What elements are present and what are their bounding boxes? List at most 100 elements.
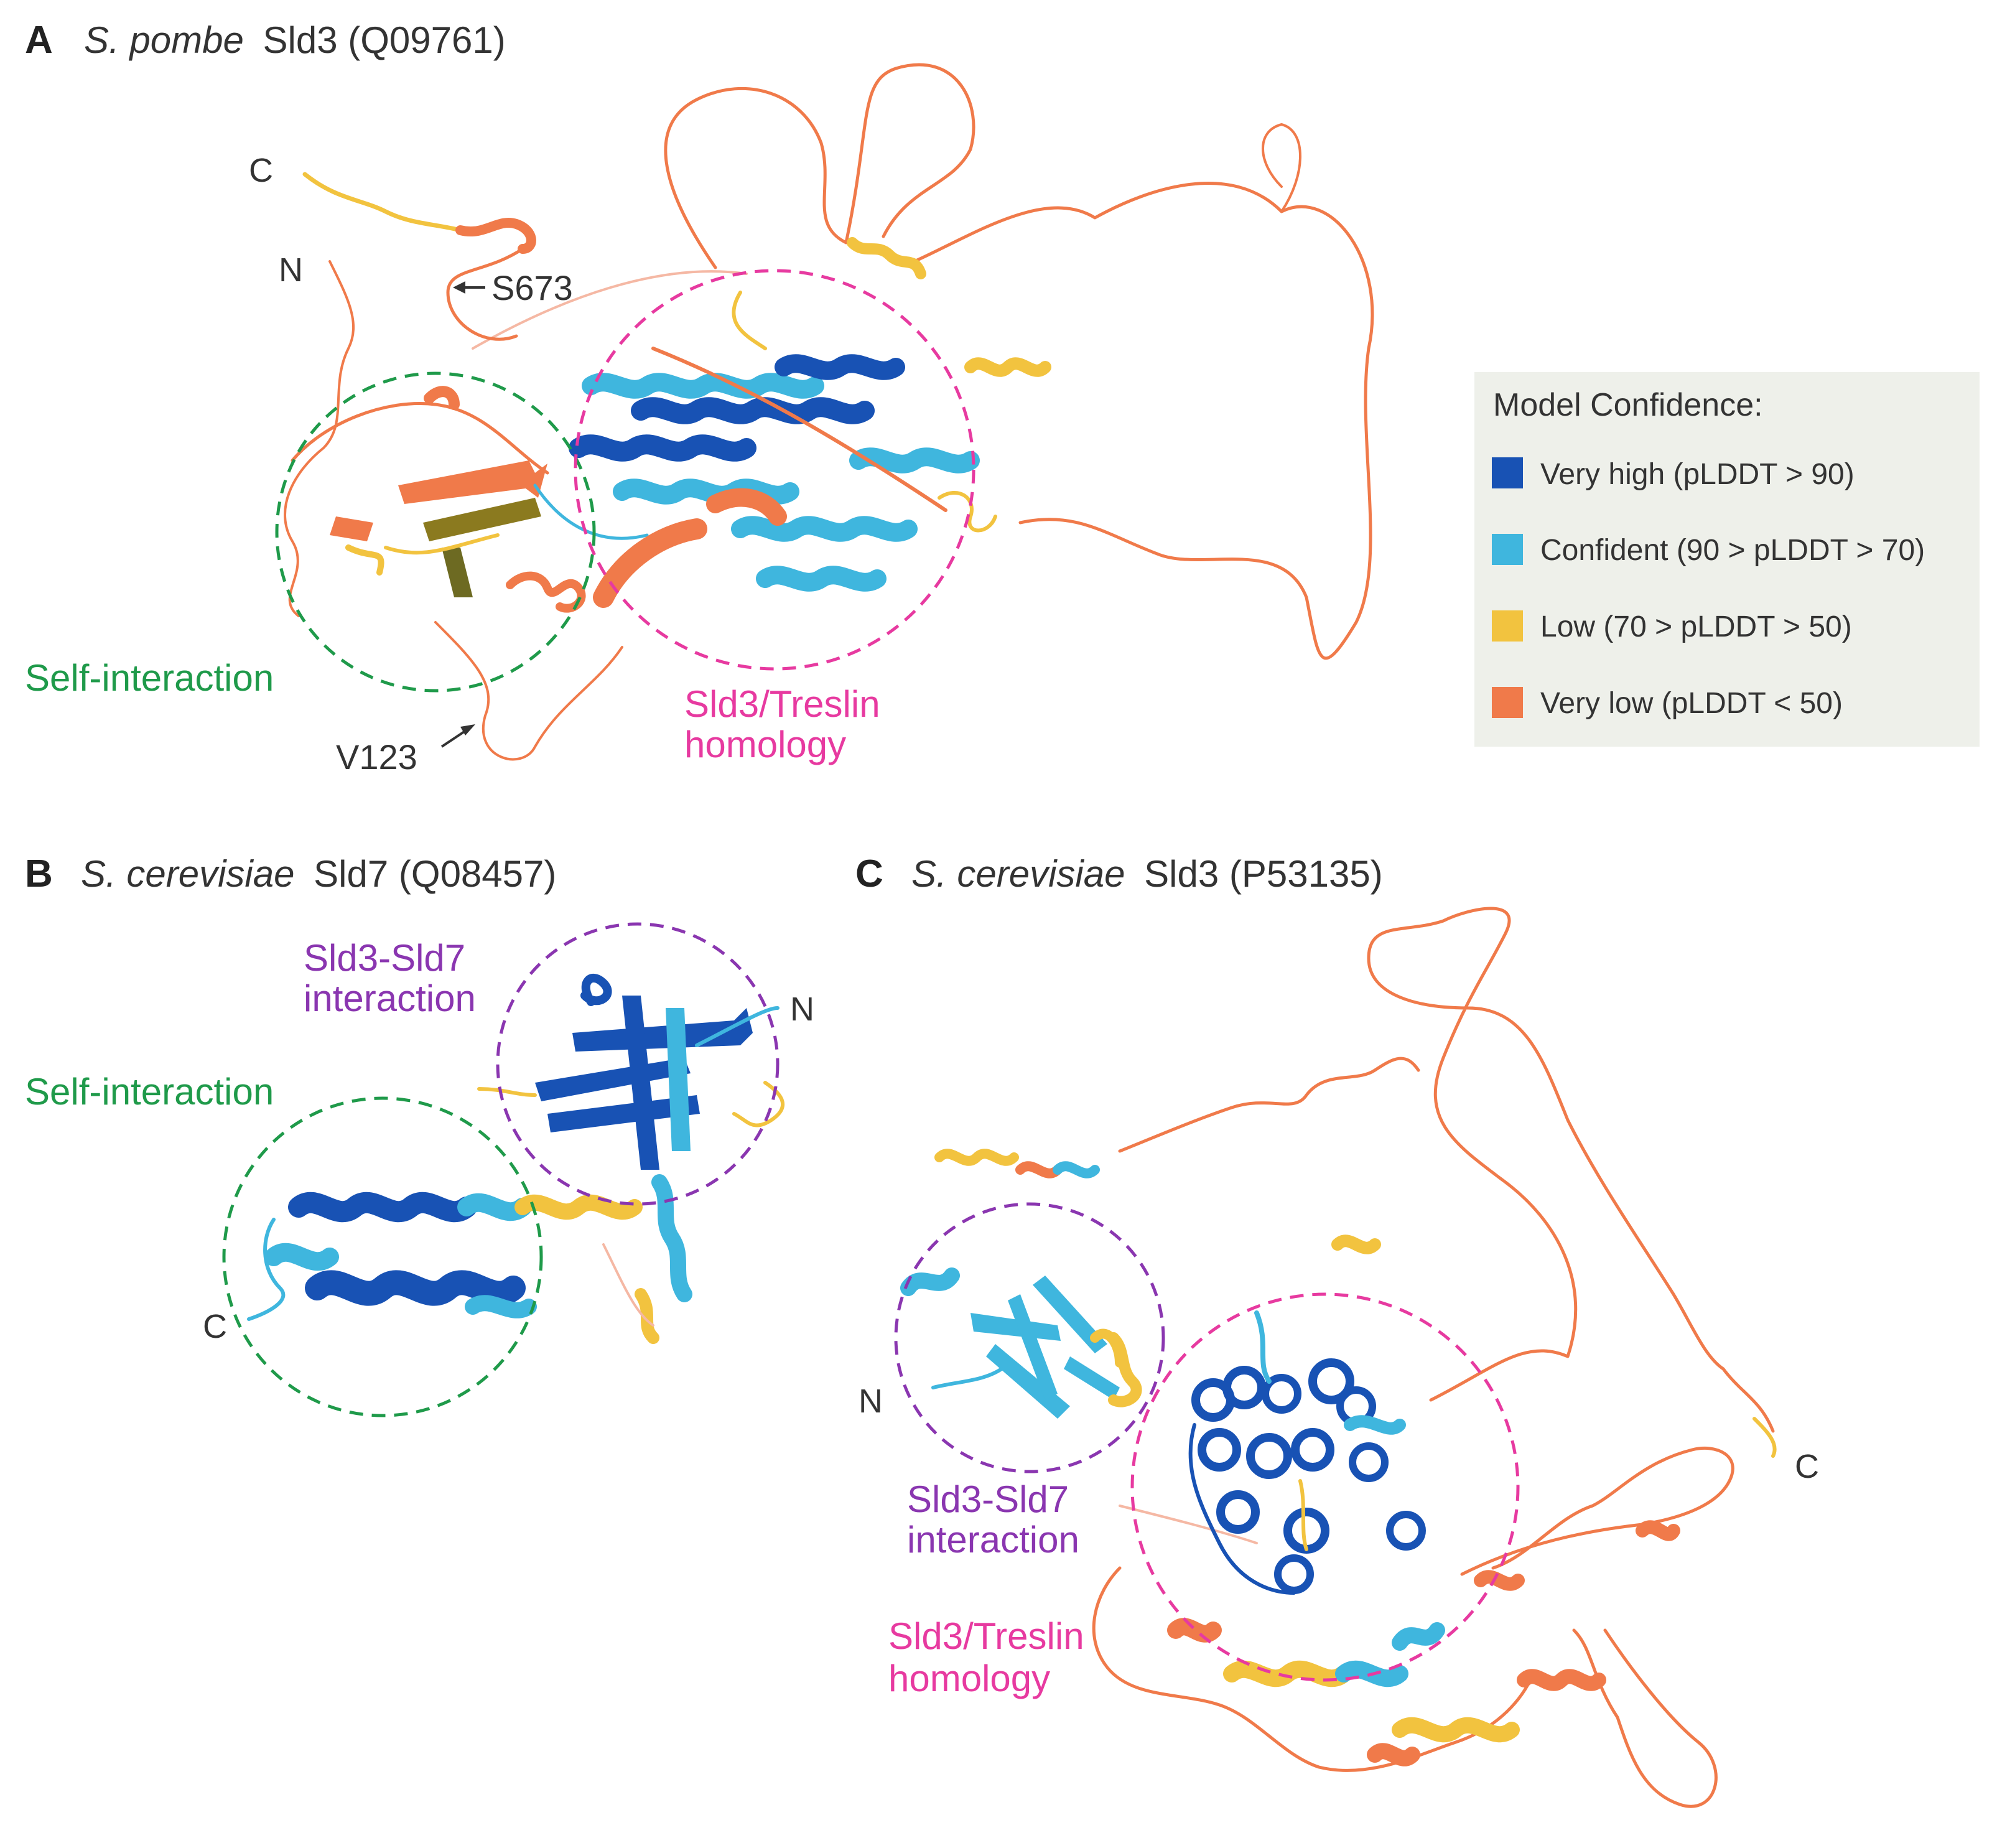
panel-b-helix-4 xyxy=(465,1295,537,1318)
legend-label-confident: Confident (90 > pLDDT > 70) xyxy=(1540,534,1925,567)
panel-a-v123-arrowhead xyxy=(460,724,475,735)
panel-c-helix-low-coil xyxy=(1298,1479,1308,1551)
panel-c-homology-label-1: Sld3/Treslin xyxy=(888,1615,1084,1657)
panel-a-hom-vlow-helix-2 xyxy=(706,488,787,526)
panel-a-hom-helix-6 xyxy=(756,566,887,592)
panel-a-hom-helix-3 xyxy=(569,434,756,462)
panel-b-n-terminus: N xyxy=(790,991,814,1028)
panel-c-helix-ring-6 xyxy=(1198,1428,1241,1472)
panel-a: A S. pombe Sld3 (Q09761) xyxy=(25,19,1374,777)
panel-c-helix-ring-9 xyxy=(1349,1442,1389,1482)
panel-c-strand-1 xyxy=(970,1313,1061,1341)
panel-b-helix-2 xyxy=(305,1270,526,1306)
legend-label-very-high: Very high (pLDDT > 90) xyxy=(1540,458,1855,491)
panel-a-c-terminus: C xyxy=(249,152,273,189)
panel-b-title: S. cerevisiae Sld7 (Q08457) xyxy=(81,853,556,895)
panel-c-n-coil xyxy=(931,1367,1003,1389)
panel-c: C S. cerevisiae Sld3 (P53135) xyxy=(855,852,1819,1808)
panel-b-vertical-low xyxy=(635,1288,659,1344)
panel-c-helical-domain xyxy=(1188,1310,1426,1595)
panel-c-loop-bottom-right xyxy=(1572,1628,1718,1808)
panel-a-self-coil-1 xyxy=(291,401,549,475)
panel-a-loop-knot xyxy=(1262,123,1301,213)
panel-c-c-terminus: C xyxy=(1795,1448,1819,1485)
panel-a-hom-helix-1 xyxy=(582,373,824,399)
panel-b-species: S. cerevisiae xyxy=(81,853,294,895)
panel-a-upper-low-helix xyxy=(964,357,1051,377)
panel-c-homology-label-2: homology xyxy=(888,1658,1050,1699)
panel-c-species: S. cerevisiae xyxy=(911,853,1125,895)
panel-c-top-conf-helix xyxy=(1053,1161,1100,1178)
panel-a-v123-annotation: V123 xyxy=(336,724,475,777)
panel-b-helix-1 xyxy=(288,1192,477,1223)
panel-a-c-tail-low xyxy=(302,172,463,233)
panel-c-interaction-label-1: Sld3-Sld7 xyxy=(907,1478,1069,1520)
panel-b-barrel-low-loop xyxy=(732,1081,785,1127)
legend-item-low: Low (70 > pLDDT > 50) xyxy=(1492,610,1852,643)
legend-label-very-low: Very low (pLDDT < 50) xyxy=(1540,687,1843,720)
panel-c-lower-helices xyxy=(1167,1234,1777,1766)
panel-c-title: S. cerevisiae Sld3 (P53135) xyxy=(911,853,1383,895)
panel-b-interaction-circle xyxy=(496,922,780,1206)
panel-c-lower-vlow-helix-2 xyxy=(1367,1743,1420,1766)
panel-c-conf-coil xyxy=(1254,1310,1272,1384)
panel-a-self-low-2 xyxy=(384,533,500,555)
panel-a-self-low-1 xyxy=(345,544,384,576)
legend-item-confident: Confident (90 > pLDDT > 70) xyxy=(1492,534,1925,567)
panel-b-barrel-helix-top xyxy=(580,974,612,1006)
panel-c-loop-upper xyxy=(1118,1057,1420,1153)
panel-c-sheet-domain xyxy=(900,1149,1142,1419)
panel-b-strand-1 xyxy=(535,1058,691,1101)
legend-title: Model Confidence: xyxy=(1493,387,1763,423)
panel-a-s673-label: S673 xyxy=(491,268,573,307)
panel-a-hom-coil-1 xyxy=(533,483,649,540)
legend-swatch-very-low xyxy=(1492,687,1523,718)
panel-b-vertical-helix xyxy=(651,1174,692,1302)
panel-c-helix-ring-4 xyxy=(1308,1358,1354,1404)
panel-a-self-strand-1 xyxy=(398,460,547,504)
panel-b-letter: B xyxy=(25,852,53,895)
panel-c-helix-ring-7 xyxy=(1246,1433,1292,1479)
panel-c-lower-vlow-helix-5 xyxy=(1636,1520,1680,1541)
legend-swatch-low xyxy=(1492,610,1523,642)
panel-a-loop-upper xyxy=(664,63,975,269)
legend-background xyxy=(1474,372,1980,747)
panel-a-n-linker xyxy=(284,260,355,617)
legend-swatch-very-high xyxy=(1492,457,1523,488)
panel-c-lower-low-helix-2 xyxy=(1392,1717,1520,1743)
panel-a-faint-linker xyxy=(472,270,748,350)
panel-a-self-strand-2 xyxy=(423,498,541,541)
panel-b-self-circle xyxy=(222,1096,543,1417)
panel-b-faint-coil xyxy=(602,1243,654,1327)
panel-a-letter: A xyxy=(25,19,53,62)
panel-c-helix-coil xyxy=(1188,1423,1296,1595)
panel-c-mid-low-helix xyxy=(1331,1234,1381,1254)
panel-c-protein: Sld3 (P53135) xyxy=(1144,853,1383,895)
panel-c-top-vlow-helix xyxy=(1015,1161,1063,1178)
panel-c-helix-ring-12 xyxy=(1386,1511,1426,1551)
panel-c-strand-5 xyxy=(1064,1356,1120,1400)
panel-c-helix-ring-2 xyxy=(1222,1366,1266,1409)
panel-c-helix-ring-3 xyxy=(1262,1374,1301,1414)
panel-a-protein: Sld3 (Q09761) xyxy=(263,19,506,61)
panel-a-hom-helix-7 xyxy=(775,354,905,380)
panel-b-interaction-label-2: interaction xyxy=(304,978,476,1019)
panel-c-lower-conf-helix-2 xyxy=(1392,1622,1445,1651)
panel-a-c-tail xyxy=(302,172,536,341)
panel-b-barrel-domain xyxy=(477,974,785,1170)
panel-a-homology-circle xyxy=(574,269,975,671)
panel-c-interaction-circle xyxy=(894,1202,1165,1473)
panel-c-lower-vlow-helix-4 xyxy=(1474,1570,1525,1591)
panel-a-loops xyxy=(284,63,1374,761)
panel-b-strand-2 xyxy=(547,1095,700,1132)
panel-b-interaction-label-1: Sld3-Sld7 xyxy=(304,937,465,979)
panel-c-top-low-helix xyxy=(934,1149,1019,1166)
panel-a-hom-helix-4 xyxy=(613,478,799,505)
panel-b-helix-1-ext xyxy=(457,1193,532,1221)
panel-a-self-domain xyxy=(291,386,586,613)
panel-c-helix-ring-13 xyxy=(1274,1554,1314,1594)
panel-a-s673-arrowhead xyxy=(453,281,465,294)
panel-a-self-arrow xyxy=(424,386,460,410)
panel-a-hom-vlow-coil xyxy=(651,347,947,512)
panel-c-loop-upper-right xyxy=(1367,907,1775,1433)
